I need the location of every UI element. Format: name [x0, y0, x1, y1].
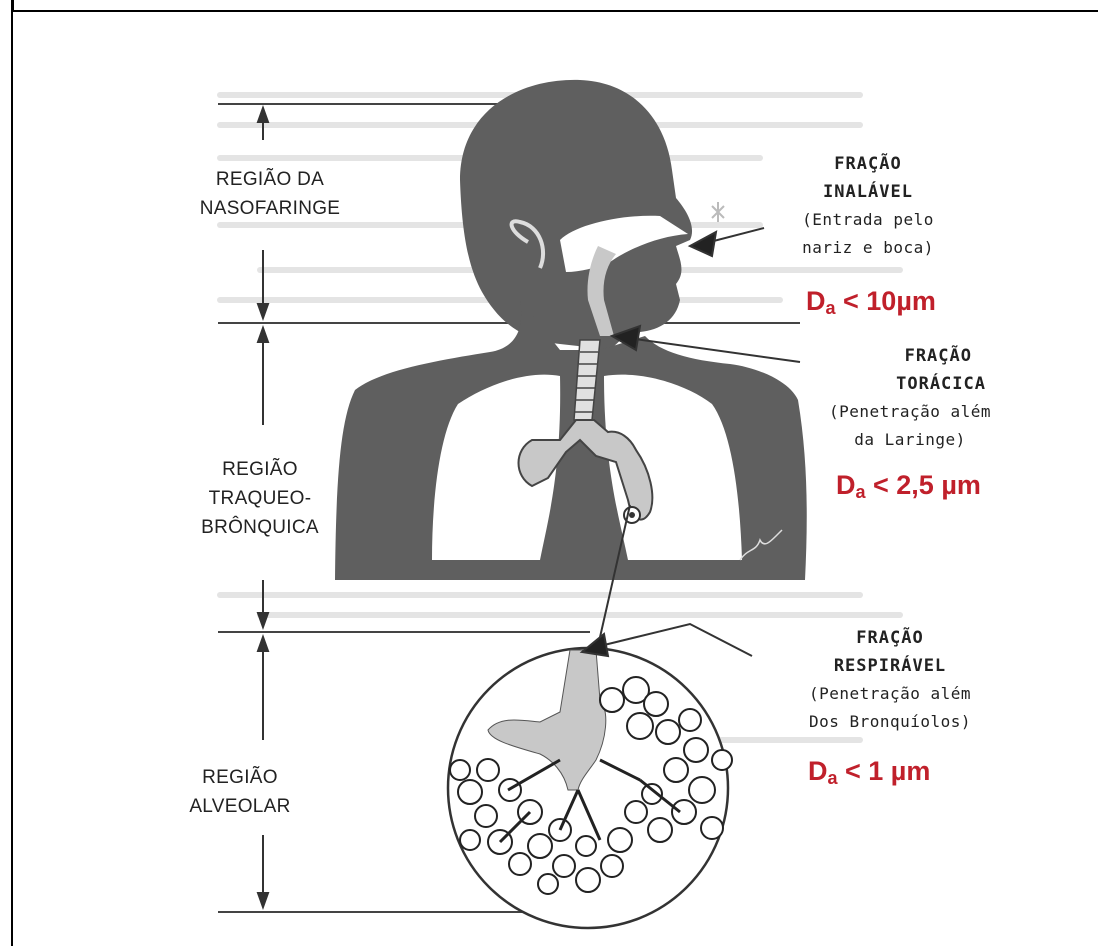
- inhalable-title-2: INALÁVEL: [778, 178, 958, 206]
- respirable-da-value: < 1 µm: [838, 756, 931, 786]
- respirable-desc-2: Dos Bronquíolos): [790, 708, 990, 736]
- thoracic-desc-1: (Penetração além: [810, 398, 1010, 426]
- inhalable-da-value: < 10µm: [836, 286, 936, 316]
- head-silhouette: [460, 80, 692, 350]
- respirable-diameter: Da < 1 µm: [808, 756, 930, 789]
- inhalable-da-subscript: a: [826, 298, 836, 318]
- inhalable-fraction-label: FRAÇÃO INALÁVEL (Entrada pelo nariz e bo…: [778, 150, 958, 262]
- thoracic-title-2: TORÁCICA: [810, 370, 1010, 398]
- label-region-alveolar: REGIÃO ALVEOLAR: [185, 763, 295, 821]
- label-region-tracheobronchial: REGIÃO TRAQUEO- BRÔNQUICA: [190, 455, 330, 542]
- thoracic-fraction-label: FRAÇÃO TORÁCICA (Penetração além da Lari…: [810, 342, 1010, 454]
- respirable-da-subscript: a: [828, 768, 838, 788]
- respirable-da-symbol: D: [808, 756, 828, 786]
- alveolar-magnification: [448, 648, 732, 928]
- thoracic-desc-2: da Laringe): [810, 426, 1010, 454]
- thoracic-da-value: < 2,5 µm: [866, 470, 981, 500]
- respirable-desc-1: (Penetração além: [790, 680, 990, 708]
- respirable-title-1: FRAÇÃO: [790, 624, 990, 652]
- inhalable-da-symbol: D: [806, 286, 826, 316]
- respirable-fraction-label: FRAÇÃO RESPIRÁVEL (Penetração além Dos B…: [790, 624, 990, 736]
- particle-sparkle: [712, 202, 724, 222]
- inhalable-diameter: Da < 10µm: [806, 286, 936, 319]
- inhalable-desc-2: nariz e boca): [778, 234, 958, 262]
- thoracic-da-symbol: D: [836, 470, 856, 500]
- inhalable-desc-1: (Entrada pelo: [778, 206, 958, 234]
- inhalable-title-1: FRAÇÃO: [778, 150, 958, 178]
- thoracic-da-subscript: a: [856, 482, 866, 502]
- thoracic-diameter: Da < 2,5 µm: [836, 470, 981, 503]
- label-region-nasopharynx: REGIÃO DA NASOFARINGE: [190, 165, 350, 223]
- body-silhouette: [335, 80, 807, 580]
- respirable-title-2: RESPIRÁVEL: [790, 652, 990, 680]
- thoracic-title-1: FRAÇÃO: [810, 342, 1010, 370]
